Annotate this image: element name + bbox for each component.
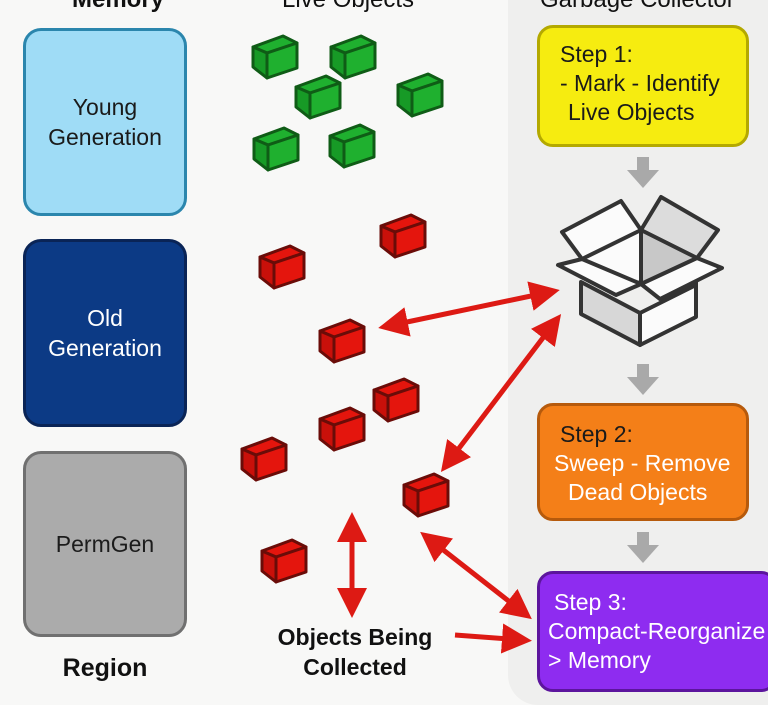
dead-object-cube xyxy=(372,377,420,423)
live-object-cube xyxy=(328,123,376,169)
live-object-cube xyxy=(329,34,377,80)
live-objects-header: Live Objects xyxy=(282,0,414,14)
region-permgen-label: PermGen xyxy=(55,531,155,557)
live-object-cube xyxy=(251,34,299,80)
live-object-cube xyxy=(252,126,300,172)
objects-being-collected-label: Objects Being Collected xyxy=(260,622,450,682)
dead-object-cube xyxy=(318,406,366,452)
object-cubes xyxy=(240,34,450,584)
step-3-line-2: > Memory xyxy=(548,647,651,673)
step-1-line-1: - Mark - Identify xyxy=(560,70,720,96)
step-2-title: Step 2: xyxy=(560,421,633,447)
memory-header: Memory xyxy=(72,0,164,14)
collected-label-line-1: Objects Being xyxy=(277,624,433,650)
region-old-line-1: Old xyxy=(87,305,123,331)
dead-object-cube xyxy=(379,213,427,259)
region-old-line-2: Generation xyxy=(48,335,162,361)
arrow-label-to-step3 xyxy=(454,623,532,654)
region-caption: Region xyxy=(62,654,148,682)
garbage-collector-header: Garbage Collector xyxy=(540,0,735,14)
step-2-sweep: Step 2: Sweep - Remove Dead Objects xyxy=(537,403,749,521)
step-2-line-2: Dead Objects xyxy=(568,479,708,505)
region-young-line-1: Young xyxy=(72,94,138,120)
step-1-line-2: Live Objects xyxy=(568,99,695,125)
arrow-dead-to-step3 xyxy=(420,531,532,620)
step-3-compact: Step 3: Compact-Reorganize > Memory xyxy=(537,571,768,692)
dead-object-cube xyxy=(258,244,306,290)
red-arrows xyxy=(337,281,562,654)
open-box-icon xyxy=(556,195,724,347)
flow-arrow-down-1 xyxy=(627,157,659,188)
dead-object-cube xyxy=(402,472,450,518)
region-young-line-2: Generation xyxy=(48,124,162,150)
dead-object-cube xyxy=(240,436,288,482)
step-1-mark: Step 1: - Mark - Identify Live Objects xyxy=(537,25,749,147)
step-1-title: Step 1: xyxy=(560,41,633,67)
dead-object-cube xyxy=(318,318,366,364)
step-3-line-1: Compact-Reorganize xyxy=(548,618,766,644)
step-3-title: Step 3: xyxy=(554,589,627,615)
dead-object-cube xyxy=(260,538,308,584)
flow-arrow-down-2 xyxy=(627,364,659,395)
flow-arrow-down-3 xyxy=(627,532,659,563)
collected-label-line-2: Collected xyxy=(303,654,407,680)
arrow-box-to-dead-object xyxy=(378,281,560,337)
live-object-cube xyxy=(396,72,444,118)
step-2-line-1: Sweep - Remove xyxy=(554,450,731,476)
region-permgen: PermGen xyxy=(23,451,187,637)
arrow-box-to-dead-object-2 xyxy=(440,314,562,472)
live-object-cube xyxy=(294,74,342,120)
